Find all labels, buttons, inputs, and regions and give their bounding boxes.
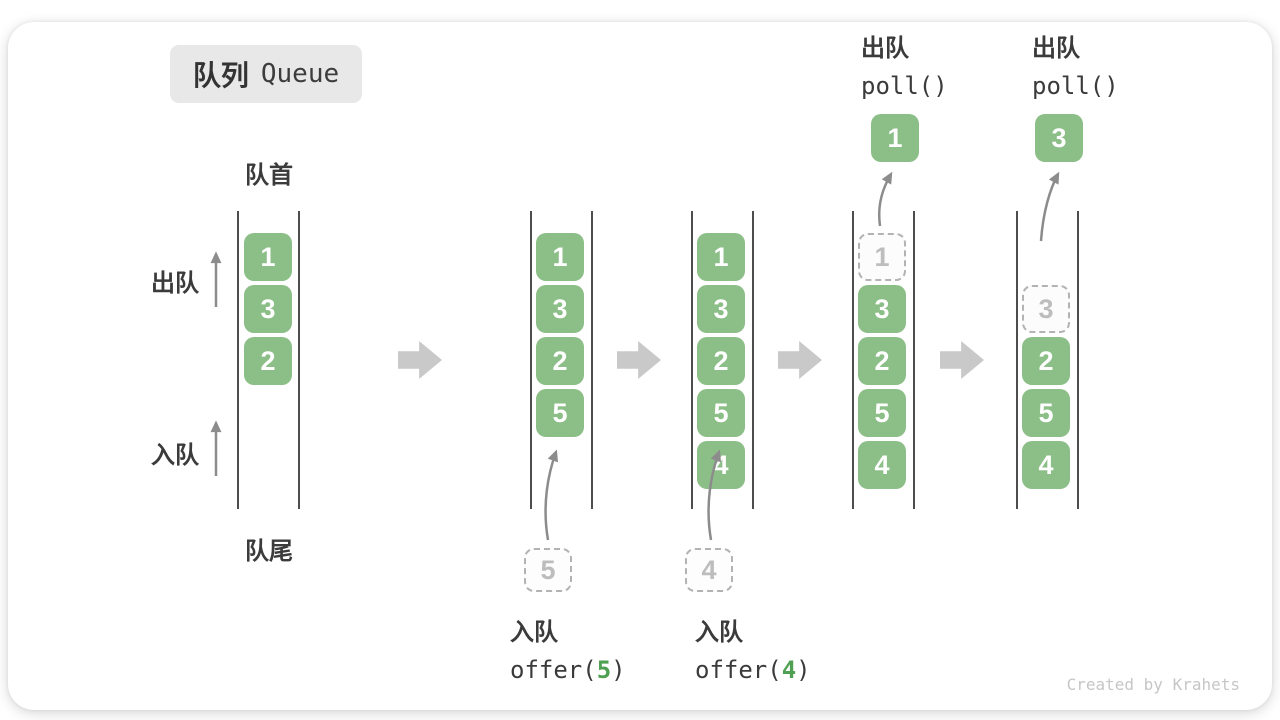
dequeued-ghost-block: 1 — [858, 233, 906, 281]
queue-element-block: 2 — [1022, 337, 1070, 385]
queue-element-block: 1 — [244, 233, 292, 281]
queue-element-block: 5 — [858, 389, 906, 437]
enqueue-caption: 入队 offer(4) — [695, 612, 811, 684]
label-queue-rear: 队尾 — [245, 538, 293, 565]
dequeue-caption-code: poll() — [1032, 72, 1119, 100]
queue-element-block: 2 — [858, 337, 906, 385]
enqueue-caption-label: 入队 — [510, 619, 558, 646]
enqueue-code-number: 5 — [596, 656, 612, 684]
queue-element-block: 5 — [697, 389, 745, 437]
watermark: Created by Krahets — [1066, 675, 1240, 694]
queue-element-block: 2 — [244, 337, 292, 385]
queue-wall-left — [1016, 211, 1018, 509]
enqueue-code-number: 4 — [781, 656, 797, 684]
enqueue-caption-code: offer(5) — [510, 656, 626, 684]
queue-element-block: 4 — [1022, 441, 1070, 489]
queue-element-block: 1 — [697, 233, 745, 281]
title-en: Queue — [260, 59, 340, 89]
queue-element-block: 3 — [858, 285, 906, 333]
queue-element-block: 4 — [858, 441, 906, 489]
queue-wall-left — [852, 211, 854, 509]
label-queue-front: 队首 — [245, 162, 293, 189]
incoming-element-box: 5 — [524, 548, 572, 592]
queue-wall-right — [1077, 211, 1079, 509]
label-enqueue: 入队 — [151, 442, 199, 469]
popped-element-block: 3 — [1035, 114, 1083, 162]
enqueue-caption: 入队 offer(5) — [510, 612, 626, 684]
dequeued-ghost-block: 3 — [1022, 285, 1070, 333]
dequeue-caption: 出队 poll() — [1032, 28, 1119, 100]
queue-element-block: 3 — [244, 285, 292, 333]
popped-element-block: 1 — [871, 114, 919, 162]
queue-wall-right — [913, 211, 915, 509]
queue-element-block: 5 — [1022, 389, 1070, 437]
enqueue-caption-label: 入队 — [695, 619, 743, 646]
queue-element-block: 3 — [536, 285, 584, 333]
queue-wall-right — [591, 211, 593, 509]
title-box: 队列 Queue — [170, 45, 362, 103]
queue-element-block: 5 — [536, 389, 584, 437]
dequeue-caption-label: 出队 — [861, 35, 909, 62]
queue-wall-right — [298, 211, 300, 509]
queue-element-block: 2 — [697, 337, 745, 385]
queue-wall-left — [530, 211, 532, 509]
queue-element-block: 2 — [536, 337, 584, 385]
queue-wall-left — [691, 211, 693, 509]
title-zh: 队列 — [192, 60, 249, 91]
enqueue-caption-code: offer(4) — [695, 656, 811, 684]
queue-element-block: 1 — [536, 233, 584, 281]
queue-wall-left — [237, 211, 239, 509]
label-dequeue: 出队 — [151, 270, 199, 297]
dequeue-caption: 出队 poll() — [861, 28, 948, 100]
dequeue-caption-code: poll() — [861, 72, 948, 100]
dequeue-caption-label: 出队 — [1032, 35, 1080, 62]
queue-wall-right — [752, 211, 754, 509]
incoming-element-box: 4 — [685, 548, 733, 592]
queue-element-block: 3 — [697, 285, 745, 333]
queue-element-block: 4 — [697, 441, 745, 489]
